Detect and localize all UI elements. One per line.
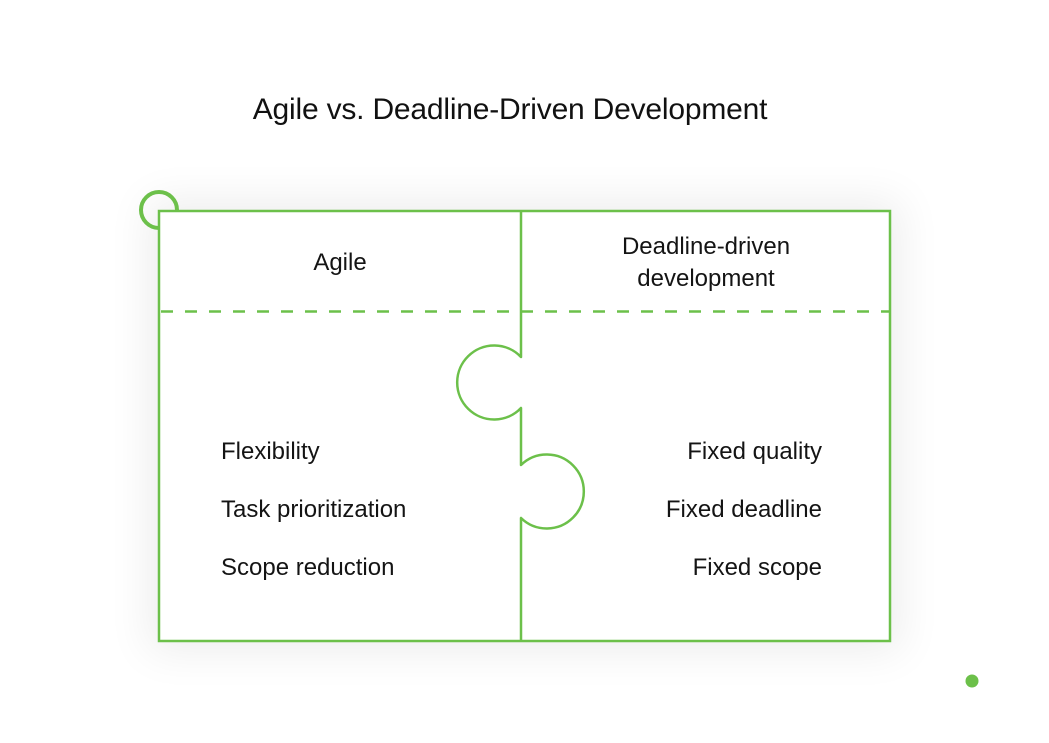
column-header-agile: Agile (313, 249, 367, 276)
column-header-line: Deadline-driven (621, 233, 791, 260)
column-header-line: development (637, 265, 775, 292)
puzzle-divider (456, 211, 585, 641)
list-item: Fixed quality (687, 438, 822, 465)
dot-icon (965, 674, 979, 688)
list-item: Fixed scope (692, 554, 822, 581)
comparison-card-border (157, 209, 892, 643)
list-item: Task prioritization (221, 496, 407, 523)
agile-traits-list: Flexibility Task prioritization Scope re… (221, 423, 406, 597)
deadline-driven-traits-list: Fixed quality Fixed deadline Fixed scope (666, 423, 822, 597)
list-item: Flexibility (221, 438, 320, 465)
page-title: Agile vs. Deadline-Driven Development (252, 93, 768, 126)
list-item: Fixed deadline (665, 496, 822, 523)
column-header-deadline-driven: Deadline-driven development (522, 231, 890, 295)
list-item: Scope reduction (221, 554, 395, 581)
